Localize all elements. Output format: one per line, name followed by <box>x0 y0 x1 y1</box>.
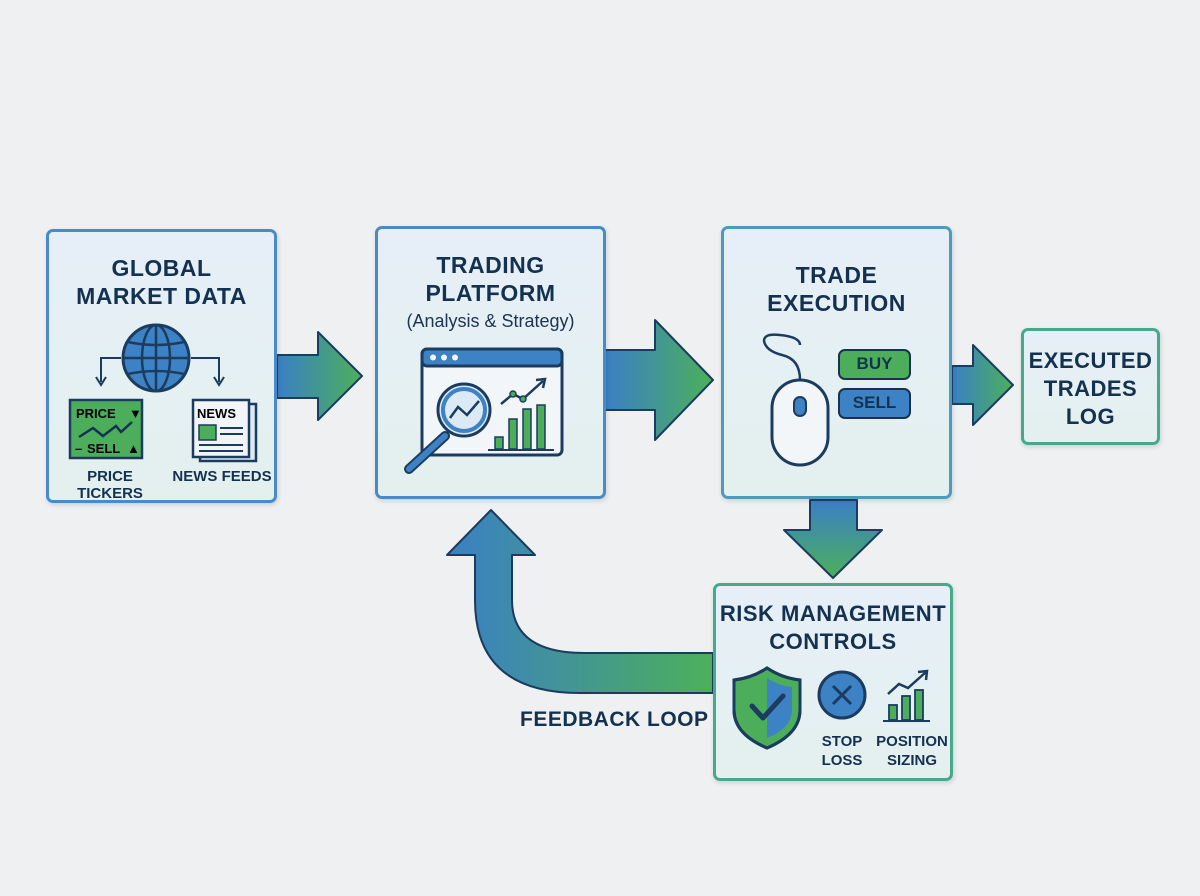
market-data-graphics: PRICE ▼ – SELL ▲ NEWS <box>68 323 258 463</box>
arrow-platform-to-execution <box>604 319 714 441</box>
position-sizing-line-1: POSITION <box>876 733 948 750</box>
arrow-execution-to-log <box>951 344 1014 426</box>
risk-title-line-2: CONTROLS <box>769 629 897 654</box>
risk-title-line-1: RISK MANAGEMENT <box>719 601 947 626</box>
execution-title-line-1: TRADE <box>795 262 878 288</box>
svg-text:▲: ▲ <box>127 441 140 456</box>
node-risk-management: RISK MANAGEMENT CONTROLS STOP LOSS <box>713 583 953 781</box>
execution-title-line-2: EXECUTION <box>767 290 906 316</box>
position-sizing-line-2: SIZING <box>886 752 937 769</box>
node-executed-trades-log: EXECUTED TRADES LOG <box>1021 328 1160 445</box>
ticker-text-bottom: SELL <box>87 441 120 456</box>
log-title-line-3: LOG <box>1065 404 1116 429</box>
bar-chart-up-icon <box>883 669 930 722</box>
x-circle-icon <box>817 670 867 720</box>
platform-title-line-2: PLATFORM <box>425 280 556 306</box>
analytics-window-icon <box>404 347 564 474</box>
buy-button[interactable]: BUY <box>838 349 911 380</box>
newspaper-icon: NEWS <box>191 398 258 463</box>
platform-subtitle: (Analysis & Strategy) <box>406 311 575 331</box>
stop-loss-line-2: LOSS <box>821 752 863 769</box>
log-title-line-2: TRADES <box>1043 376 1138 401</box>
market-data-title-line-2: MARKET DATA <box>76 283 247 309</box>
globe-icon <box>121 323 191 393</box>
news-feeds-label: NEWS FEEDS <box>172 468 272 485</box>
arrow-execution-to-risk <box>783 499 883 579</box>
arrow-data-to-platform <box>276 331 363 421</box>
mouse-icon <box>762 333 830 467</box>
platform-title-line-1: TRADING <box>436 252 545 278</box>
ticker-text-top: PRICE <box>76 406 116 421</box>
price-ticker-icon: PRICE ▼ – SELL ▲ <box>68 398 144 460</box>
shield-check-icon <box>732 666 802 750</box>
node-global-market-data: GLOBAL MARKET DATA PRICE ▼ – SELL ▲ <box>46 229 277 503</box>
newspaper-text: NEWS <box>197 406 236 421</box>
market-data-title-line-1: GLOBAL <box>111 255 212 281</box>
risk-graphics <box>732 666 930 750</box>
arrow-feedback-loop <box>446 509 714 694</box>
stop-loss-label: STOP LOSS <box>812 732 872 770</box>
log-title-line-1: EXECUTED <box>1028 348 1153 373</box>
node-trade-execution: TRADE EXECUTION BUY SELL <box>721 226 952 499</box>
sell-button[interactable]: SELL <box>838 388 911 419</box>
svg-text:–: – <box>75 441 82 456</box>
svg-text:▼: ▼ <box>129 406 142 421</box>
feedback-loop-label: FEEDBACK LOOP <box>520 708 709 731</box>
node-trading-platform: TRADING PLATFORM (Analysis & Strategy) <box>375 226 606 499</box>
stop-loss-line-1: STOP <box>821 733 863 750</box>
price-tickers-label: PRICE TICKERS <box>77 468 143 502</box>
position-sizing-label: POSITION SIZING <box>872 732 952 770</box>
